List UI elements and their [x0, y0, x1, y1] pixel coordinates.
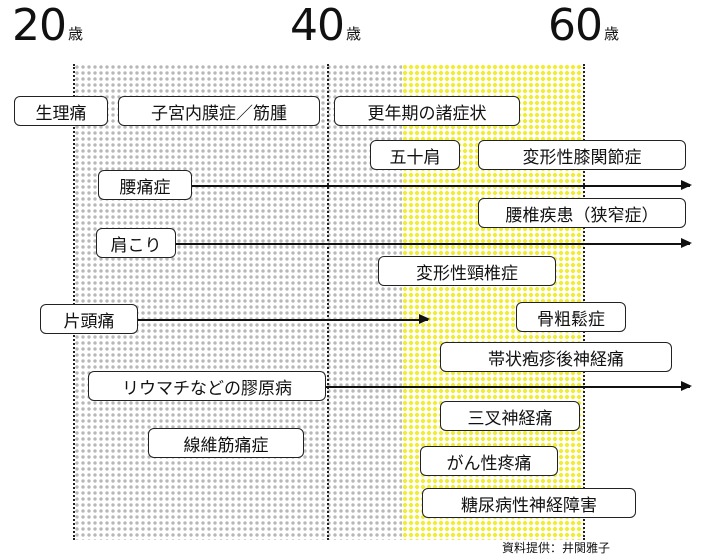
condition-帯状疱疹後神経痛: 帯状疱疹後神経痛 [440, 342, 672, 372]
arrow-肩こり [176, 239, 692, 247]
condition-がん性疼痛: がん性疼痛 [420, 446, 558, 476]
condition-生理痛: 生理痛 [14, 96, 108, 126]
condition-三叉神経痛: 三叉神経痛 [440, 401, 580, 431]
age-label-60: 60 歳 [548, 0, 620, 51]
divider-20 [73, 64, 75, 540]
condition-五十肩: 五十肩 [370, 140, 460, 170]
condition-腰痛症: 腰痛症 [98, 170, 192, 200]
condition-変形性頸椎症: 変形性頸椎症 [378, 256, 556, 286]
arrow-膠原病 [326, 382, 692, 390]
condition-腰椎疾患: 腰椎疾患（狭窄症） [478, 198, 686, 228]
condition-片頭痛: 片頭痛 [40, 304, 138, 334]
condition-糖尿病性神経障害: 糖尿病性神経障害 [422, 488, 636, 518]
age-label-20: 20 歳 [12, 0, 84, 51]
condition-更年期の諸症状: 更年期の諸症状 [334, 96, 520, 126]
divider-40 [327, 64, 329, 540]
source-credit: 資料提供：井関雅子 [501, 541, 610, 555]
age-band-gray [74, 64, 402, 540]
arrow-腰痛症 [192, 181, 692, 189]
condition-骨粗鬆症: 骨粗鬆症 [516, 302, 626, 332]
arrow-片頭痛 [138, 315, 430, 323]
condition-子宮内膜症筋腫: 子宮内膜症／筋腫 [118, 96, 320, 126]
condition-変形性膝関節症: 変形性膝関節症 [478, 140, 686, 170]
condition-肩こり: 肩こり [96, 228, 176, 258]
age-label-40: 40 歳 [290, 0, 362, 51]
condition-リウマチなどの膠原病: リウマチなどの膠原病 [88, 371, 326, 401]
condition-線維筋痛症: 線維筋痛症 [148, 428, 304, 458]
